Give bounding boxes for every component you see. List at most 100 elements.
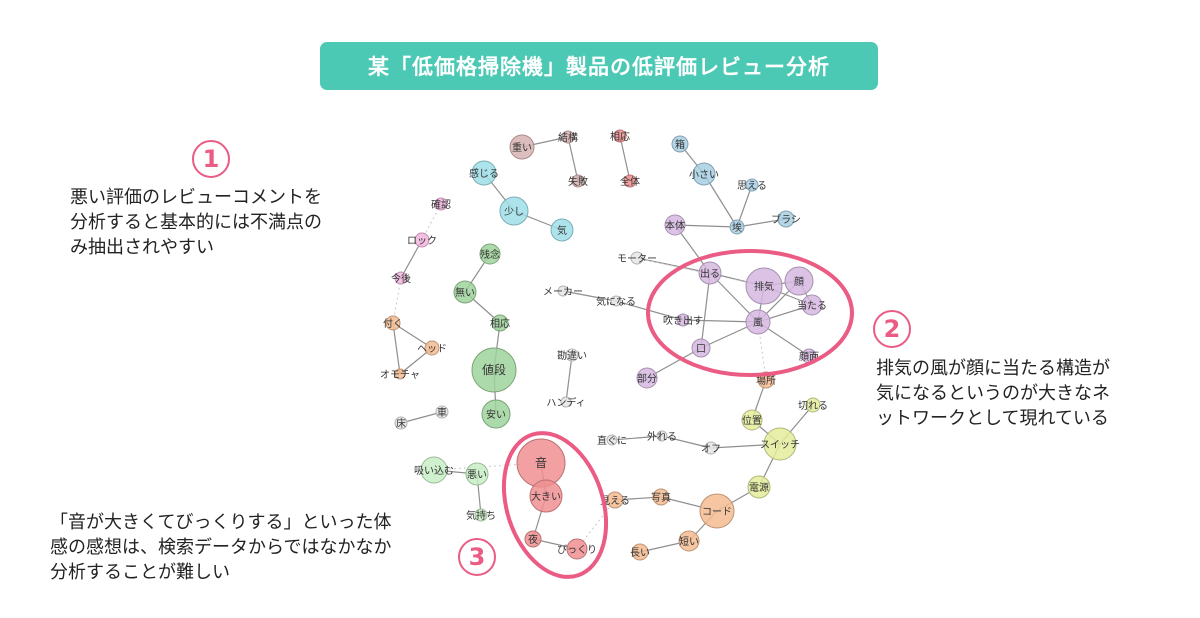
annotation-1-line-3: み抽出されやすい <box>70 237 214 258</box>
node-circle-omoi <box>509 134 535 160</box>
network-node-off: オフ <box>701 441 721 455</box>
highlight-ellipse-noise-cluster <box>501 431 609 579</box>
network-node-handy: ハンディ <box>546 396 585 409</box>
network-node-ataru: 当たる <box>797 294 827 316</box>
node-label-shashin: 写真 <box>651 491 671 504</box>
network-node-hontai: 本体 <box>664 214 686 236</box>
node-circle-yuka <box>394 416 408 430</box>
node-label-omoi: 重い <box>512 141 532 154</box>
network-node-omoi: 重い <box>509 134 535 160</box>
edge-yuka-kuruma <box>400 411 443 424</box>
node-label-ichi: 位置 <box>742 414 762 427</box>
network-node-haiki: 排気 <box>745 267 783 305</box>
network-node-bubun: 部分 <box>636 367 658 389</box>
node-circle-zannen <box>479 243 501 265</box>
network-node-cord: コード <box>699 493 735 529</box>
node-circle-nedan <box>471 347 517 393</box>
network-node-zentai: 全体 <box>620 174 640 188</box>
node-label-suguni: 直ぐに <box>597 434 627 447</box>
node-circle-chiisai <box>692 162 716 186</box>
node-label-switch: スイッチ <box>760 439 800 451</box>
annotation-2-line-1: 排気の風が顔に当たる構造が <box>876 358 1110 379</box>
node-circle-omocha <box>394 368 406 380</box>
network-node-soo1: 相応 <box>610 129 630 143</box>
node-circle-dengen <box>747 475 771 499</box>
node-label-hontai: 本体 <box>665 219 685 232</box>
network-node-kireru: 切れる <box>798 397 828 413</box>
node-label-zannen: 残念 <box>480 248 500 261</box>
annotation-1-line-2: 分析すると基本的には不満点の <box>70 212 322 233</box>
network-node-motor: モーター <box>617 251 657 265</box>
node-circle-yoru <box>524 530 542 548</box>
node-label-off: オフ <box>701 443 721 455</box>
node-label-kekko: 結構 <box>558 131 578 144</box>
node-circle-tsuku <box>385 315 401 331</box>
node-label-yasui: 安い <box>486 408 506 421</box>
edge-kekko-shippai <box>567 136 579 182</box>
highlight-layer <box>501 249 854 579</box>
node-circle-head <box>424 340 440 356</box>
node-circle-kakunin <box>434 197 448 211</box>
network-node-fukidasu: 吹き出す <box>663 313 703 327</box>
node-label-lock: ロック <box>407 235 437 247</box>
node-circle-suguni <box>606 434 618 446</box>
node-circle-kuchi <box>691 338 711 358</box>
node-circle-nagai <box>631 543 649 561</box>
node-circle-hontai <box>664 214 686 236</box>
node-circle-shashin <box>652 488 670 506</box>
node-label-kaze: 風 <box>753 317 763 329</box>
node-label-handy: ハンディ <box>546 396 585 409</box>
node-label-ookii: 大きい <box>531 490 561 503</box>
network-node-head: ヘッド <box>417 340 447 356</box>
annotation-number-2: 2 <box>873 310 911 348</box>
network-node-hazureru: 外れる <box>647 430 677 443</box>
network-node-bikkuri: びっくり <box>557 538 597 560</box>
page-title: 某「低価格掃除機」製品の低評価レビュー分析 <box>320 42 878 90</box>
network-node-kanjiru: 感じる <box>469 160 499 186</box>
node-circle-nai <box>453 280 477 304</box>
node-circle-yasui <box>481 399 511 429</box>
network-node-mijikai: 短い <box>678 530 700 552</box>
node-circle-deru <box>698 261 722 285</box>
node-circle-warui <box>465 462 489 486</box>
network-node-ichi: 位置 <box>741 409 763 431</box>
network-node-chiisai: 小さい <box>689 162 719 186</box>
node-circle-hokori <box>729 219 745 235</box>
node-circle-kongo <box>394 271 408 285</box>
network-node-kekko: 結構 <box>558 130 578 144</box>
network-node-kimochi: 気持ち <box>466 508 496 522</box>
node-circle-haiki <box>745 267 783 305</box>
node-label-brush: ブラシ <box>771 213 801 226</box>
node-circle-off <box>704 441 718 455</box>
node-circle-switch <box>763 427 797 461</box>
node-layer: 重い結構失敗感じる少し気相応全体箱小さい思える埃ブラシ確認ロック今後残念無い相応… <box>380 129 828 561</box>
network-node-shippai: 失敗 <box>568 174 588 188</box>
weak-edge-kakunin-lock <box>421 203 442 241</box>
node-circle-mijikai <box>678 530 700 552</box>
network-node-nedan: 値段 <box>471 347 517 393</box>
node-circle-mieru2 <box>606 491 624 509</box>
node-label-tsuku: 付く <box>383 317 403 330</box>
node-label-soo2: 相応 <box>490 317 510 330</box>
node-label-deru: 出る <box>700 267 720 280</box>
node-circle-brush <box>777 210 795 228</box>
node-circle-kanchigai <box>565 348 579 362</box>
node-label-omocha: オモチャ <box>380 369 420 381</box>
node-label-kanjiru: 感じる <box>469 167 499 180</box>
annotation-number-1: 1 <box>192 140 230 178</box>
network-node-nagai: 長い <box>630 543 650 561</box>
node-label-motor: モーター <box>617 253 657 265</box>
edge-tsuku-omocha <box>392 322 401 375</box>
node-label-kanchigai: 勘違い <box>557 349 587 362</box>
node-label-suikomu: 吸い込む <box>414 465 454 477</box>
annotation-1-line-1: 悪い評価のレビューコメントを <box>70 187 322 208</box>
network-node-tsuku: 付く <box>383 315 403 331</box>
annotation-text-2: 排気の風が顔に当たる構造が 気になるというのが大きなネ ットワークとして現れてい… <box>876 356 1110 431</box>
edge-suguni-hazureru <box>611 435 663 441</box>
network-node-kanchigai: 勘違い <box>557 348 587 362</box>
node-label-soo1: 相応 <box>610 130 630 143</box>
network-node-hako: 箱 <box>671 135 689 153</box>
network-node-kuruma: 車 <box>435 405 449 419</box>
network-node-warui: 悪い <box>465 462 489 486</box>
edge-maker-kininaru <box>562 290 617 302</box>
